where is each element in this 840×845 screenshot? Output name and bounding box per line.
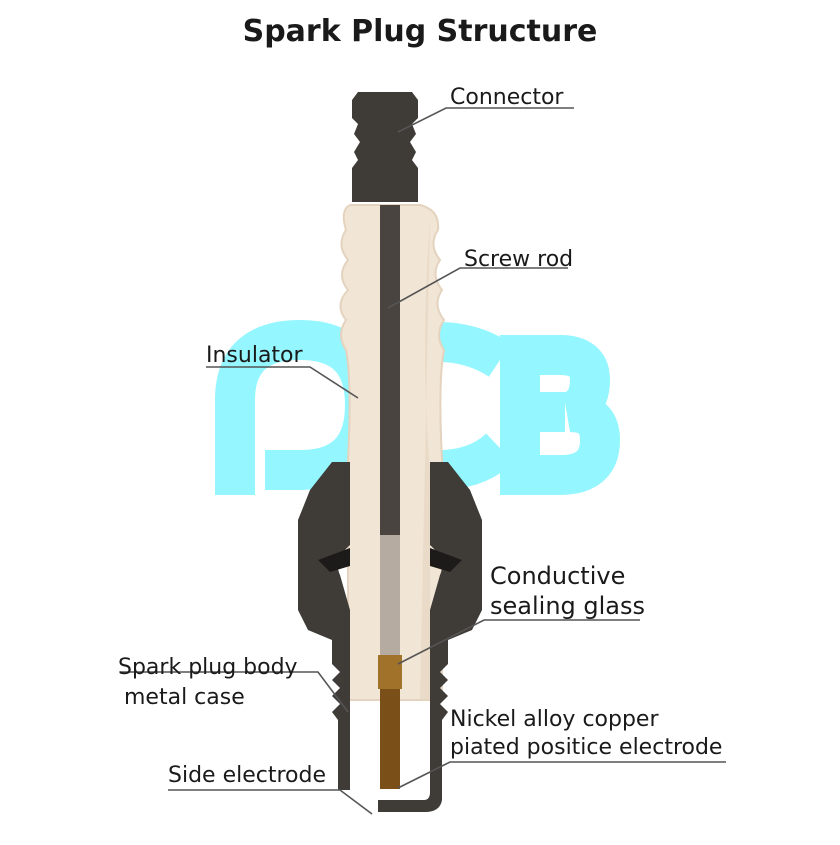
screw-rod-part — [380, 205, 400, 535]
diagram-title: Spark Plug Structure — [242, 14, 598, 49]
leader-electrode — [397, 761, 726, 789]
watermark-letter-b — [500, 335, 621, 495]
label-side-electrode: Side electrode — [168, 763, 326, 788]
label-metal-case-line2: metal case — [124, 685, 245, 710]
connector-part — [352, 92, 418, 202]
leader-sealing-glass — [397, 619, 640, 665]
sealing-glass-part — [378, 655, 402, 689]
side-electrode-part — [378, 760, 442, 812]
label-screw-rod: Screw rod — [464, 247, 573, 272]
leader-side-electrode — [168, 789, 373, 815]
label-connector: Connector — [450, 85, 564, 110]
label-metal-case-line1: Spark plug body — [118, 655, 298, 680]
leader-metal-case — [120, 671, 349, 713]
label-insulator: Insulator — [206, 343, 304, 368]
screw-rod-lower — [380, 535, 400, 655]
label-electrode-line1: Nickel alloy copper — [450, 707, 659, 732]
label-sealing-glass-line1: Conductive — [490, 562, 625, 590]
label-sealing-glass-line2: sealing glass — [490, 592, 645, 620]
metal-case-part — [298, 462, 482, 790]
label-electrode-line2: piated positice electrode — [450, 735, 722, 760]
leader-lines — [120, 107, 726, 815]
leader-insulator — [206, 366, 359, 399]
leader-connector — [397, 107, 574, 133]
center-electrode-part — [380, 689, 400, 789]
leader-screw-rod — [387, 267, 568, 309]
